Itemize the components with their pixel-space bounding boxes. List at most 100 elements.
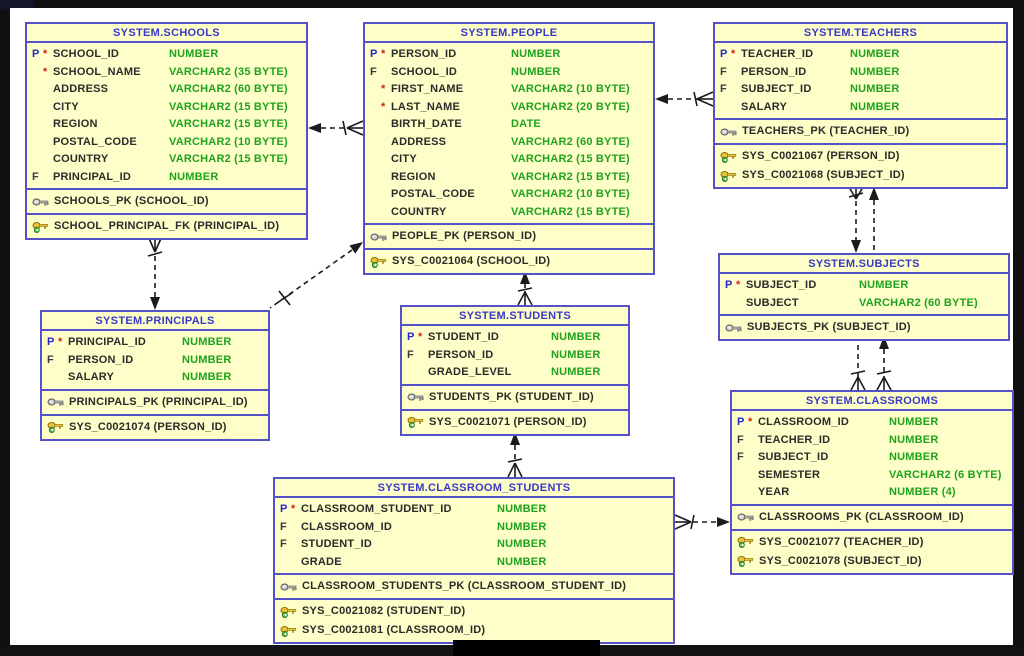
- column-name: SUBJECT: [746, 296, 799, 309]
- pk-section: TEACHERS_PK (TEACHER_ID): [715, 118, 1006, 143]
- relationship-classroom_students-classrooms[interactable]: [674, 514, 730, 530]
- key-flag: [737, 484, 748, 502]
- foreign-key-row-label: SYS_C0021074 (PERSON_ID): [69, 420, 227, 433]
- key-flag: [32, 116, 43, 134]
- column-type: VARCHAR2 (15 BYTE): [169, 100, 288, 113]
- foreign-key-row: SYS_C0021077 (TEACHER_ID): [737, 533, 1008, 552]
- column-name: CLASSROOM_STUDENT_ID: [301, 503, 452, 515]
- pk-icon: [47, 398, 64, 406]
- column-type: NUMBER: [889, 416, 939, 428]
- column-name: SEMESTER: [758, 468, 821, 481]
- required-marker: [381, 186, 391, 204]
- column-name: CLASSROOM_ID: [301, 520, 393, 533]
- screen-bezel-notch: [453, 640, 600, 656]
- fk-icon: [737, 537, 754, 548]
- key-flag: [32, 64, 43, 82]
- key-flag: [32, 151, 43, 169]
- foreign-key-row: SCHOOL_PRINCIPAL_FK (PRINCIPAL_ID): [32, 217, 302, 236]
- foreign-key-row-label: SYS_C0021082 (STUDENT_ID): [302, 605, 466, 617]
- pk-section: SUBJECTS_PK (SUBJECT_ID): [720, 314, 1008, 339]
- column-type: NUMBER: [850, 65, 900, 78]
- primary-key-row: SUBJECTS_PK (SUBJECT_ID): [725, 318, 1004, 337]
- foreign-key-row: SYS_C0021081 (CLASSROOM_ID): [280, 621, 669, 640]
- pk-section: STUDENTS_PK (STUDENT_ID): [402, 383, 628, 409]
- column-type: VARCHAR2 (10 BYTE): [511, 83, 630, 95]
- column-name: COUNTRY: [391, 205, 447, 218]
- relationship-people-schools[interactable]: [308, 120, 364, 136]
- primary-key-row-label: SCHOOLS_PK (SCHOOL_ID): [54, 195, 209, 207]
- column-type: NUMBER: [850, 100, 900, 113]
- key-flag: [407, 364, 418, 382]
- relationship-classrooms-subjects[interactable]: [876, 336, 892, 391]
- column-name: TEACHER_ID: [758, 433, 831, 446]
- foreign-key-row-label: SCHOOL_PRINCIPAL_FK (PRINCIPAL_ID): [54, 220, 280, 232]
- relationship-teachers-subjects[interactable]: [848, 186, 864, 253]
- column-name: PERSON_ID: [68, 353, 134, 366]
- required-marker: [381, 204, 391, 222]
- foreign-key-row: SYS_C0021068 (SUBJECT_ID): [720, 166, 1002, 185]
- key-flag: [370, 204, 381, 222]
- required-marker: [736, 295, 746, 313]
- column-type: NUMBER: [511, 65, 561, 78]
- pk-section: CLASSROOM_STUDENTS_PK (CLASSROOM_STUDENT…: [275, 573, 673, 598]
- required-marker: *: [418, 331, 423, 343]
- column-name: SCHOOL_NAME: [53, 65, 141, 78]
- primary-key-row-label: SUBJECTS_PK (SUBJECT_ID): [747, 321, 911, 333]
- fk-section: SYS_C0021071 (PERSON_ID): [402, 408, 628, 434]
- entity-title: SYSTEM.TEACHERS: [715, 24, 1006, 43]
- relationship-schools-principals[interactable]: [147, 235, 163, 310]
- key-flag: [370, 134, 381, 152]
- required-marker: [731, 99, 741, 117]
- column-type: NUMBER (4): [889, 486, 956, 498]
- key-flag: F: [737, 451, 744, 463]
- entity-title: SYSTEM.STUDENTS: [402, 307, 628, 326]
- column-type: NUMBER: [551, 331, 601, 343]
- key-flag: [370, 99, 381, 117]
- column-type: NUMBER: [497, 555, 547, 568]
- column-name: SUBJECT_ID: [746, 279, 817, 291]
- column-name: PRINCIPAL_ID: [68, 336, 146, 348]
- fk-section: SYS_C0021067 (PERSON_ID)SYS_C0021068 (SU…: [715, 143, 1006, 187]
- key-flag: F: [737, 433, 744, 446]
- relationship-classrooms-teachers[interactable]: [850, 187, 879, 391]
- relationship-teachers-people[interactable]: [655, 91, 714, 107]
- relationship-principals-people[interactable]: [269, 242, 363, 309]
- foreign-key-row: SYS_C0021078 (SUBJECT_ID): [737, 552, 1008, 571]
- column-name: REGION: [53, 118, 98, 130]
- column-name: TEACHER_ID: [741, 48, 814, 60]
- column-name: POSTAL_CODE: [53, 135, 137, 148]
- fk-icon: [720, 151, 737, 163]
- column-type: NUMBER: [169, 170, 219, 183]
- entity-title: SYSTEM.SUBJECTS: [720, 255, 1008, 274]
- relationship-students-people[interactable]: [517, 271, 533, 306]
- required-marker: *: [43, 65, 48, 78]
- relationship-classroom_students-students[interactable]: [507, 432, 523, 478]
- required-marker: [748, 432, 758, 450]
- pk-section: PEOPLE_PK (PERSON_ID): [365, 223, 653, 248]
- foreign-key-row-label: SYS_C0021081 (CLASSROOM_ID): [302, 624, 486, 636]
- column-name: SUBJECT_ID: [741, 83, 812, 95]
- foreign-key-row-label: SYS_C0021077 (TEACHER_ID): [759, 535, 924, 548]
